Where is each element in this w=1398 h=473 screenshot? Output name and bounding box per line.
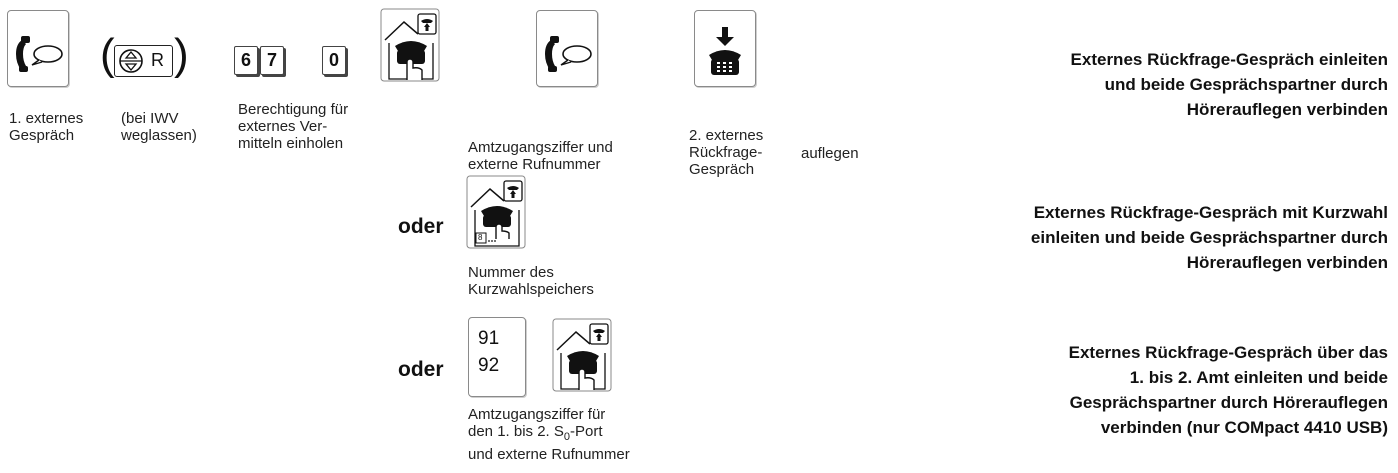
oder-label-1: oder [398,215,444,238]
step6-caption: auflegen [801,145,859,162]
key-7: 7 [260,46,284,75]
speeddial-icon-box: 8 [466,175,528,256]
key-0: 0 [322,46,346,75]
row1-description: Externes Rückfrage-Gespräch einleiten un… [1070,50,1388,119]
handset-speech-icon [16,36,63,72]
step1-caption: 1. externes Gespräch [9,110,84,144]
step5-caption: 2. externes Rückfrage- Gespräch [689,127,764,178]
row3-caption: Amtzugangsziffer für den 1. bis 2. S0-Po… [468,406,630,463]
up-down-arrows-icon [119,49,143,73]
row3-description: Externes Rückfrage-Gespräch über das 1. … [1068,343,1388,437]
handset-speech-icon-box-2 [536,10,598,87]
house-phone-icon-box-1 [380,8,442,89]
code-92: 92 [478,355,500,376]
open-paren: ( [100,30,115,79]
house-phone-icon [552,318,612,392]
handset-speech-icon-box [7,10,69,87]
row2-description: Externes Rückfrage-Gespräch mit Kurzwahl… [1030,203,1388,272]
handset-speech-icon [545,36,592,72]
house-phone-speeddial-icon [466,175,526,249]
key-6: 6 [234,46,258,75]
hangup-phone-icon-box [694,10,756,87]
step4-caption: Amtzugangsziffer und externe Rufnummer [468,139,613,173]
hangup-phone-icon [709,27,741,75]
oder-label-2: oder [398,358,444,381]
house-phone-icon-box-2 [552,318,614,399]
codes-box: 91 92 [468,317,526,397]
r-key-label: R [151,50,164,70]
row2-caption: Nummer des Kurzwahlspeichers [468,264,594,298]
house-phone-icon [380,8,440,82]
speeddial-key-label: 8 [478,233,483,242]
step3-caption: Berechtigung für externes Ver- mitteln e… [238,101,349,152]
code-91: 91 [478,328,500,349]
up-down-r-key: R [114,45,173,77]
step2-caption: (bei IWV weglassen) [121,110,197,144]
close-paren: ) [174,30,189,79]
